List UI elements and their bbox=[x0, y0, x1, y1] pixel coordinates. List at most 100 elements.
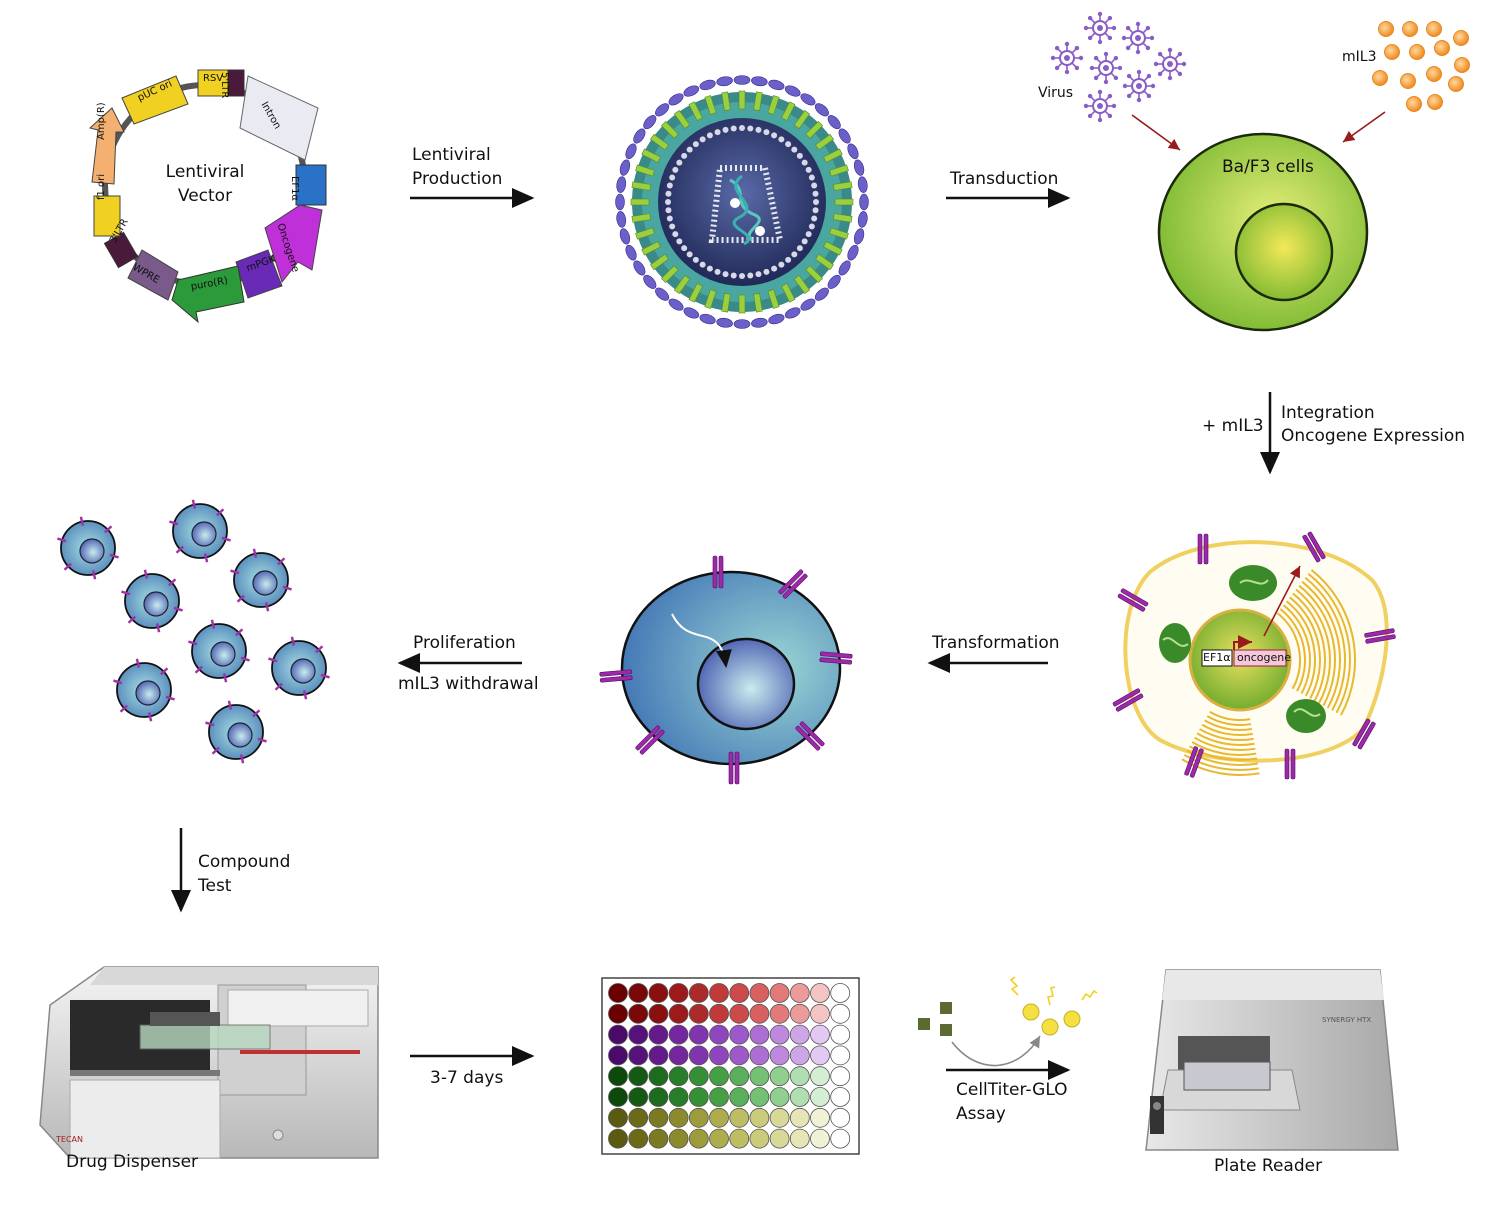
label-lentiviral: Lentiviral bbox=[412, 145, 491, 165]
virus-glycoprotein bbox=[616, 176, 627, 193]
label-oncogene: oncogene bbox=[1237, 651, 1291, 664]
capsid-bead bbox=[706, 265, 713, 272]
well bbox=[810, 1024, 830, 1045]
virus-spike bbox=[823, 148, 843, 163]
lentiviral-vector bbox=[88, 69, 327, 324]
label-integration: Integration bbox=[1281, 403, 1375, 423]
virus-spike bbox=[688, 101, 703, 121]
capsid-bead bbox=[813, 199, 819, 205]
well bbox=[628, 1107, 649, 1128]
virus-glycoprotein bbox=[847, 244, 859, 261]
well bbox=[769, 1087, 790, 1107]
capsid-bead bbox=[771, 132, 778, 139]
label-oncogene-expression: Oncogene Expression bbox=[1281, 426, 1466, 446]
er-membrane bbox=[1301, 580, 1341, 709]
segment-5ltr bbox=[227, 69, 245, 97]
transformed-cell bbox=[1112, 531, 1396, 780]
label-ef1a: EF1α bbox=[1203, 651, 1231, 664]
virus-rna-2 bbox=[732, 174, 751, 246]
well bbox=[628, 1087, 649, 1107]
virus-glycoprotein bbox=[683, 307, 700, 319]
label-days: 3-7 days bbox=[430, 1068, 504, 1088]
receptor bbox=[819, 651, 853, 665]
arrow-virus-to-cell bbox=[1131, 114, 1181, 151]
capsid-bead bbox=[755, 271, 762, 278]
virus-spike bbox=[829, 227, 849, 240]
er-membrane bbox=[1298, 584, 1336, 707]
virus-spike bbox=[805, 120, 824, 139]
virus-glycoprotein bbox=[616, 211, 627, 228]
capsid-bead bbox=[811, 182, 818, 189]
er-membrane bbox=[1292, 592, 1326, 702]
capsid-bead bbox=[666, 215, 673, 222]
vector-title-line2: Vector bbox=[177, 186, 233, 206]
virus-glycoprotein bbox=[853, 228, 865, 245]
well bbox=[628, 1003, 649, 1024]
capsid-bead bbox=[739, 273, 745, 279]
receptor bbox=[1112, 688, 1144, 712]
well bbox=[668, 1024, 689, 1045]
well bbox=[830, 983, 851, 1003]
well bbox=[688, 1087, 709, 1107]
vector-segment-label: f1 ori bbox=[96, 173, 107, 200]
virus-core bbox=[708, 165, 784, 243]
luminescent-dot-1 bbox=[1022, 1003, 1040, 1021]
receptor bbox=[1302, 531, 1326, 563]
capsid-bead bbox=[763, 268, 770, 275]
capsid-bead bbox=[681, 152, 688, 159]
virus-spike bbox=[660, 265, 679, 284]
well bbox=[709, 1024, 729, 1045]
label-assay: Assay bbox=[956, 1104, 1006, 1124]
vector-title: Lentiviral Vector bbox=[145, 160, 265, 208]
receptor bbox=[795, 721, 825, 751]
mil3-dot bbox=[1406, 96, 1422, 112]
label-transformation: Transformation bbox=[932, 633, 1060, 653]
label-compound: Compound bbox=[198, 852, 291, 872]
label-transduction: Transduction bbox=[950, 169, 1059, 189]
capsid-bead bbox=[706, 132, 713, 139]
mil3-dot bbox=[1426, 66, 1442, 82]
capsid-bead bbox=[699, 136, 706, 143]
well bbox=[769, 1066, 790, 1087]
capsid-bead bbox=[796, 245, 803, 252]
reaction-arrow bbox=[951, 1035, 1041, 1067]
well bbox=[810, 1066, 830, 1087]
virus-glycoprotein bbox=[625, 143, 637, 160]
virus-glycoprotein bbox=[857, 211, 868, 228]
substrate-square-2 bbox=[918, 1018, 930, 1030]
well bbox=[830, 1045, 851, 1066]
virus-spike bbox=[721, 91, 731, 111]
virus-spike bbox=[630, 198, 650, 206]
expression-arrow bbox=[1263, 565, 1301, 637]
well bbox=[729, 1066, 750, 1087]
segment-mpgk bbox=[235, 249, 283, 299]
er-membrane bbox=[1199, 728, 1254, 741]
small-cell bbox=[205, 700, 267, 764]
er-membrane bbox=[1201, 723, 1253, 736]
well bbox=[729, 1107, 750, 1128]
virus-glycoprotein bbox=[615, 193, 625, 211]
capsid-bead bbox=[714, 268, 721, 275]
mil3-dot bbox=[1384, 44, 1400, 60]
well bbox=[789, 1066, 810, 1087]
capsid-bead bbox=[665, 199, 671, 205]
well bbox=[688, 983, 709, 1003]
capsid-bead bbox=[722, 126, 729, 133]
mil3-dot bbox=[1448, 76, 1464, 92]
arrow-mil3-to-cell bbox=[1342, 111, 1386, 143]
mil3-particles bbox=[1372, 21, 1470, 112]
well bbox=[668, 1003, 689, 1024]
segment-wpre bbox=[127, 249, 179, 301]
capsid-bead bbox=[699, 261, 706, 268]
virus-glycoprotein bbox=[751, 317, 768, 328]
capsid-bead bbox=[676, 159, 683, 166]
virus-spike bbox=[753, 293, 763, 313]
virus-spike bbox=[673, 110, 691, 129]
er-membrane bbox=[1209, 710, 1251, 721]
capsid-bead bbox=[796, 152, 803, 159]
virus-icon bbox=[1153, 47, 1187, 81]
well bbox=[749, 1045, 770, 1066]
virus-spike bbox=[738, 90, 746, 110]
mil3-dot bbox=[1427, 94, 1443, 110]
